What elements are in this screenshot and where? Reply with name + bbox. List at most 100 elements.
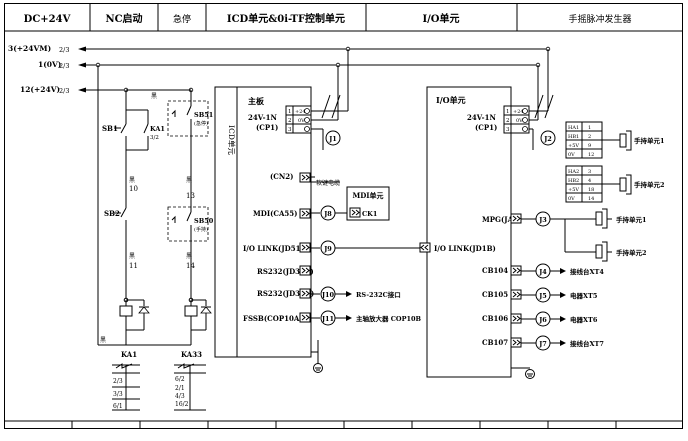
mdi-label: MDI(CA55) <box>253 209 297 218</box>
xt6-label: 电器XT6 <box>570 315 598 324</box>
svg-text:J4: J4 <box>538 268 547 276</box>
wire-14: 14 <box>186 262 195 270</box>
svg-text:2/3: 2/3 <box>59 87 69 95</box>
wire-10: 10 <box>129 185 138 193</box>
sb51-label: SB51 <box>194 111 213 119</box>
sb50-note: (手持) <box>194 226 208 233</box>
io-supply: 24V-1N <box>467 113 496 122</box>
svg-text:1: 1 <box>288 109 292 115</box>
cn2-label: (CN2) <box>270 172 293 181</box>
svg-text:+24V: +24V <box>295 109 310 115</box>
svg-text:2: 2 <box>588 134 591 140</box>
handheld-unit-1-label: 手持单元1 <box>634 136 665 145</box>
cnc-supply: 24V-1N <box>248 113 277 122</box>
svg-text:12(+24V): 12(+24V) <box>20 85 60 94</box>
ka33-crossref: 6/2 2/1 4/3 16/2 <box>174 363 206 411</box>
svg-text:HA2: HA2 <box>568 169 579 175</box>
svg-text:0V: 0V <box>298 118 305 124</box>
sb51-note: (急停) <box>194 120 208 127</box>
svg-text:2/1: 2/1 <box>175 385 185 392</box>
svg-text:HA1: HA1 <box>568 125 579 131</box>
svg-text:3(+24VM): 3(+24VM) <box>8 44 51 53</box>
io-title: I/O单元 <box>436 95 466 105</box>
cnc-cp1: (CP1) <box>256 123 278 132</box>
handwheel-icon-3 <box>595 208 612 229</box>
svg-text:0V: 0V <box>516 118 523 124</box>
header-dc24v: DC+24V <box>24 14 71 25</box>
j2-marker <box>540 130 556 146</box>
rs232a-label: RS232(JD36A) <box>257 267 314 276</box>
header-mpg-unit: 手摇脉冲发生器 <box>568 13 631 25</box>
cb105-label: CB105 <box>482 290 508 299</box>
svg-text:1(0V): 1(0V) <box>38 60 61 69</box>
mpg-section: HA1 1 HB1 2 +5V 9 0V 12 HA2 3 HB2 4 +5V … <box>565 121 665 262</box>
svg-text:2: 2 <box>506 118 510 124</box>
io-unit: I/O单元 24V-1N (CP1) 1 2 3 +24V 0V J2 I/O … <box>419 49 604 379</box>
cnc-control-unit: ICD单元 主板 24V-1N (CP1) 1 2 3 +24V 0V J1 (… <box>214 49 422 373</box>
cn2-cable: 软键电缆 <box>316 179 340 187</box>
svg-text:9: 9 <box>588 143 591 149</box>
svg-text:J7: J7 <box>538 340 547 348</box>
svg-text:4: 4 <box>588 178 591 184</box>
cb106-label: CB106 <box>482 314 508 323</box>
svg-text:J2: J2 <box>543 135 552 143</box>
mdi-unit-label: MDI单元 <box>352 191 383 200</box>
handwheel-icon-4 <box>595 241 612 262</box>
cnc-title: 主板 <box>248 96 265 106</box>
io-link-a-label: I/O LINK(JD51A) <box>243 244 309 253</box>
spindle-amp-label: 主轴放大器 COP10B <box>356 314 422 323</box>
svg-text:0V: 0V <box>568 152 575 158</box>
cb104-label: CB104 <box>482 266 508 275</box>
svg-text:3: 3 <box>288 127 292 133</box>
mpg-port-label: MPG(JA3) <box>482 215 521 224</box>
header-io-unit: I/O单元 <box>422 12 459 25</box>
bottom-grid <box>4 420 683 429</box>
header-dividers <box>89 3 518 31</box>
handwheel-icon-2 <box>602 174 632 195</box>
svg-text:2: 2 <box>288 118 292 124</box>
sb1-label: SB1 <box>102 124 118 133</box>
power-rail-1: 1(0V) 2/3 <box>38 60 538 70</box>
svg-text:黑: 黑 <box>129 253 135 260</box>
io-cp1: (CP1) <box>475 123 497 132</box>
rs232b-label: RS232(JD36B) <box>257 289 314 298</box>
svg-text:黑: 黑 <box>151 93 157 100</box>
handwheel-icon-1 <box>602 130 632 151</box>
svg-text:J3: J3 <box>538 216 547 224</box>
junction-dots <box>95 46 551 93</box>
svg-text:黑: 黑 <box>186 253 192 260</box>
svg-text:4/3: 4/3 <box>175 393 185 400</box>
svg-text:1: 1 <box>506 109 510 115</box>
svg-text:HB2: HB2 <box>568 178 579 184</box>
mpg-table-1: HA1 1 HB1 2 +5V 9 0V 12 <box>565 121 603 159</box>
svg-text:J9: J9 <box>323 245 332 253</box>
ck1-label: CK1 <box>362 210 377 218</box>
icd-side-label: ICD单元 <box>227 125 237 155</box>
cb107-label: CB107 <box>482 338 508 347</box>
j1-marker <box>325 130 341 146</box>
svg-text:+24V: +24V <box>513 109 528 115</box>
sb50-label: SB50 <box>194 217 214 225</box>
svg-text:0V: 0V <box>568 196 575 202</box>
svg-text:6/2: 6/2 <box>175 376 185 383</box>
io-link-b-label: I/O LINK(JD1B) <box>434 244 496 253</box>
wire-label-black: 黑 <box>100 337 106 344</box>
svg-text:黑: 黑 <box>129 177 135 184</box>
svg-text:3: 3 <box>506 127 510 133</box>
svg-text:1: 1 <box>588 125 591 131</box>
mpg-unit-1-label: 手持单元1 <box>616 215 647 224</box>
svg-text:HB1: HB1 <box>568 134 579 140</box>
svg-text:J8: J8 <box>323 210 332 218</box>
header-icd-unit: ICD单元&0i-TF控制单元 <box>227 12 345 25</box>
svg-text:J1: J1 <box>328 135 337 143</box>
svg-text:2/3: 2/3 <box>59 46 69 54</box>
svg-text:2/3: 2/3 <box>113 378 123 385</box>
svg-text:14: 14 <box>588 196 594 202</box>
svg-text:3: 3 <box>588 169 591 175</box>
svg-text:+5V: +5V <box>568 187 579 193</box>
ka1-crossref: 2/3 3/3 6/1 <box>112 363 140 411</box>
svg-text:J6: J6 <box>538 316 547 324</box>
svg-text:2/3: 2/3 <box>59 62 69 70</box>
rs232-port-label: RS-232C接口 <box>356 290 401 299</box>
